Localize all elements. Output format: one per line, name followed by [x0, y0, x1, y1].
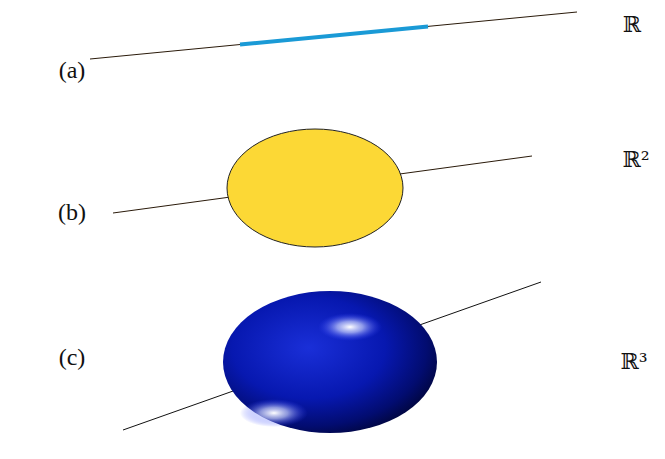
space-name: ℝ³ [620, 350, 647, 374]
space-name: ℝ² [622, 148, 649, 172]
disc-region [227, 129, 403, 247]
ball-highlight [240, 399, 308, 427]
ball-highlight [318, 313, 382, 341]
real-line [90, 12, 577, 59]
interval-segment [240, 26, 428, 44]
panel-letter: (a) [59, 57, 86, 83]
panel-letter: (c) [59, 344, 86, 370]
panel-letter: (b) [58, 199, 86, 225]
ball-region [223, 291, 437, 433]
space-name: ℝ [623, 13, 641, 37]
